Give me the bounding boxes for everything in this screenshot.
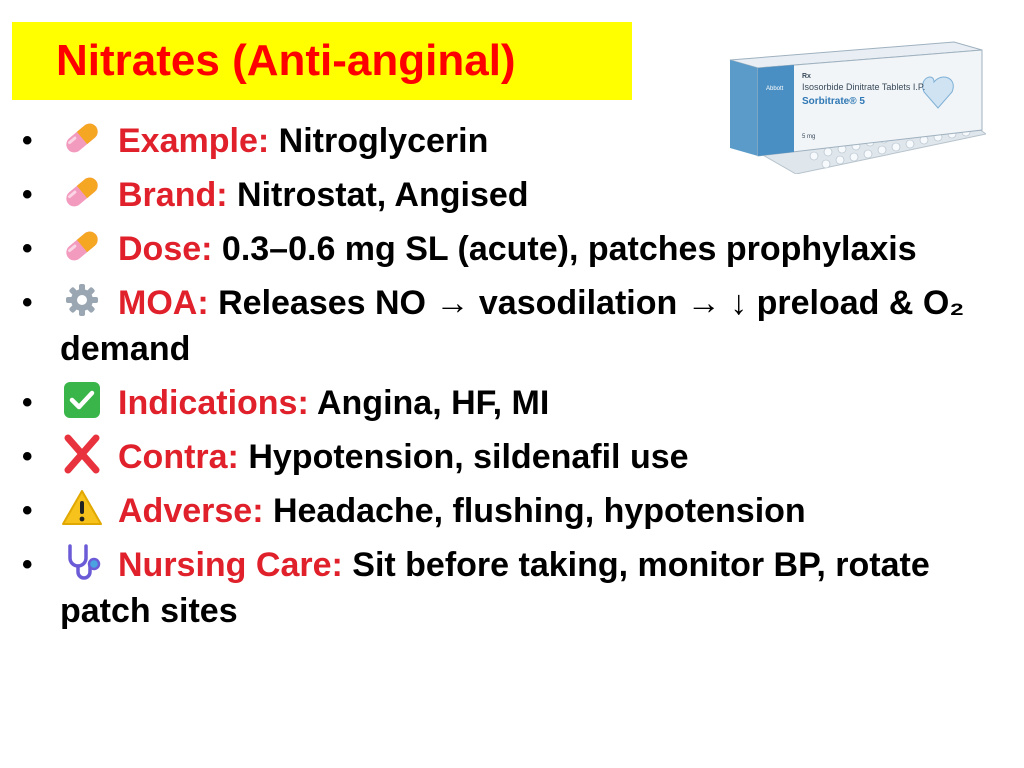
rx-mark: Rx (802, 73, 811, 80)
bullet-dot: • (22, 232, 33, 265)
maker-logo: Abbott (766, 86, 784, 92)
bullet-dot: • (22, 548, 33, 581)
list-item: • Brand: Nitrostat, Angised (20, 172, 1010, 218)
bullet-text: 0.3–0.6 mg SL (acute), patches prophylax… (212, 230, 917, 268)
bullet-text: Nitroglycerin (269, 122, 489, 160)
list-item: • Adverse: Headache, flushing, hypotensi… (20, 488, 1010, 534)
list-item: • Indications: Angina, HF, MI (20, 380, 1010, 426)
bullet-dot: • (22, 386, 33, 419)
bullet-text: Angina, HF, MI (308, 384, 550, 422)
bullet-text: Sit before taking, monitor BP, rotate pa… (60, 546, 930, 630)
bullet-dot: • (22, 494, 33, 527)
list-item: • Contra: Hypotension, sildenafil use (20, 434, 1010, 480)
bullet-label: Contra: (118, 438, 239, 476)
pill-icon (60, 118, 104, 158)
pill-icon (60, 226, 104, 266)
list-item: • MOA: Releases NO → vasodilation → ↓ pr… (20, 280, 1010, 372)
bullet-dot: • (22, 178, 33, 211)
cross-mark-icon (60, 434, 104, 474)
bullet-text: Headache, flushing, hypotension (263, 492, 806, 530)
warning-icon (60, 488, 104, 528)
box-brand-name: Sorbitrate® 5 (802, 96, 865, 107)
gear-icon (60, 280, 104, 320)
list-item: • Nursing Care: Sit before taking, monit… (20, 542, 1010, 634)
title-banner: Nitrates (Anti-anginal) (12, 22, 632, 100)
drug-box-photo: Abbott Rx Isosorbide Dinitrate Tablets I… (724, 38, 988, 175)
bullet-label: Indications: (118, 384, 309, 422)
bullet-label: Adverse: (118, 492, 264, 530)
bullet-dot: • (22, 124, 33, 157)
bullet-text: Releases NO → vasodilation → ↓ preload &… (60, 284, 965, 368)
stethoscope-icon (60, 542, 104, 582)
pill-icon (60, 172, 104, 212)
bullet-label: Nursing Care: (118, 546, 343, 584)
bullet-dot: • (22, 440, 33, 473)
bullet-list: • Example: Nitroglycerin • Brand: Nitros… (20, 118, 1010, 642)
bullet-label: Brand: (118, 176, 228, 214)
bullet-label: Example: (118, 122, 270, 160)
bullet-dot: • (22, 286, 33, 319)
bullet-label: MOA: (118, 284, 209, 322)
check-box-icon (60, 380, 104, 420)
box-strength: 5 mg (802, 134, 815, 140)
bullet-text: Nitrostat, Angised (227, 176, 529, 214)
list-item: • Dose: 0.3–0.6 mg SL (acute), patches p… (20, 226, 1010, 272)
page-title: Nitrates (Anti-anginal) (56, 36, 516, 85)
box-generic-name: Isosorbide Dinitrate Tablets I.P. (802, 82, 925, 92)
bullet-label: Dose: (118, 230, 213, 268)
list-item: • Example: Nitroglycerin (20, 118, 1010, 164)
bullet-text: Hypotension, sildenafil use (238, 438, 689, 476)
